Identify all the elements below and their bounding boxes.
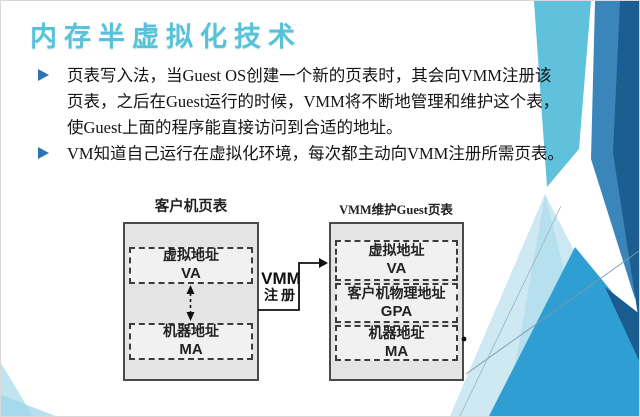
left-ma-abbr: MA	[179, 341, 203, 358]
corner-triangle-deep	[1, 395, 56, 416]
right-ma-box: 机器地址 MA	[335, 325, 458, 361]
fan-vivid-triangle	[489, 247, 639, 416]
fan-dark-wedge	[605, 287, 639, 361]
ribbon-light-cyan	[534, 1, 591, 187]
bullet-paragraph-1: 页表写入法，当Guest OS创建一个新的页表时，其会向VMM注册该 页表，之后…	[67, 63, 559, 141]
left-va-name: 虚拟地址	[163, 249, 219, 264]
left-va-box: 虚拟地址 VA	[129, 247, 253, 284]
right-va-name: 虚拟地址	[368, 244, 425, 259]
left-va-abbr: VA	[181, 265, 201, 282]
vmm-register-label-line1: VMM	[261, 269, 301, 288]
left-table-title: 客户机页表	[154, 199, 228, 215]
slide-title: 内存半虚拟化技术	[30, 22, 302, 52]
right-table-title: VMM维护Guest页表	[339, 203, 453, 217]
bullet-1-line-3: 使Guest上面的程序能直接访问到合适的地址。	[67, 118, 403, 137]
vmm-register-label: VMM 注册	[257, 269, 305, 306]
right-va-box: 虚拟地址 VA	[335, 240, 458, 281]
bullet-triangle-icon	[38, 69, 49, 81]
right-gpa-name: 客户机物理地址	[347, 286, 446, 302]
fan-hairline-1	[465, 250, 639, 375]
ribbon-dark-blue	[613, 1, 639, 322]
right-gpa-box: 客户机物理地址 GPA	[335, 283, 458, 323]
bullet-1-line-1: 页表写入法，当Guest OS创建一个新的页表时，其会向VMM注册该	[67, 66, 552, 85]
left-ma-name: 机器地址	[163, 325, 219, 340]
bullet-paragraph-2: VM知道自己运行在虚拟化环境，每次都主动向VMM注册所需页表。	[67, 141, 564, 167]
right-gpa-abbr: GPA	[380, 302, 413, 320]
fan-hairline-2	[459, 205, 562, 416]
right-ma-name: 机器地址	[368, 326, 425, 342]
right-va-abbr: VA	[386, 260, 407, 277]
left-ma-box: 机器地址 MA	[129, 323, 253, 360]
bullet-1-line-2: 页表，之后在Guest运行的时候，VMM将不断地管理和维护这个表，	[67, 92, 560, 111]
right-ma-abbr: MA	[384, 342, 409, 360]
bullet-triangle-icon	[38, 147, 49, 159]
vmm-register-label-line2: 注册	[264, 289, 298, 304]
bullet-2-line-1: VM知道自己运行在虚拟化环境，每次都主动向VMM注册所需页表。	[67, 144, 564, 163]
